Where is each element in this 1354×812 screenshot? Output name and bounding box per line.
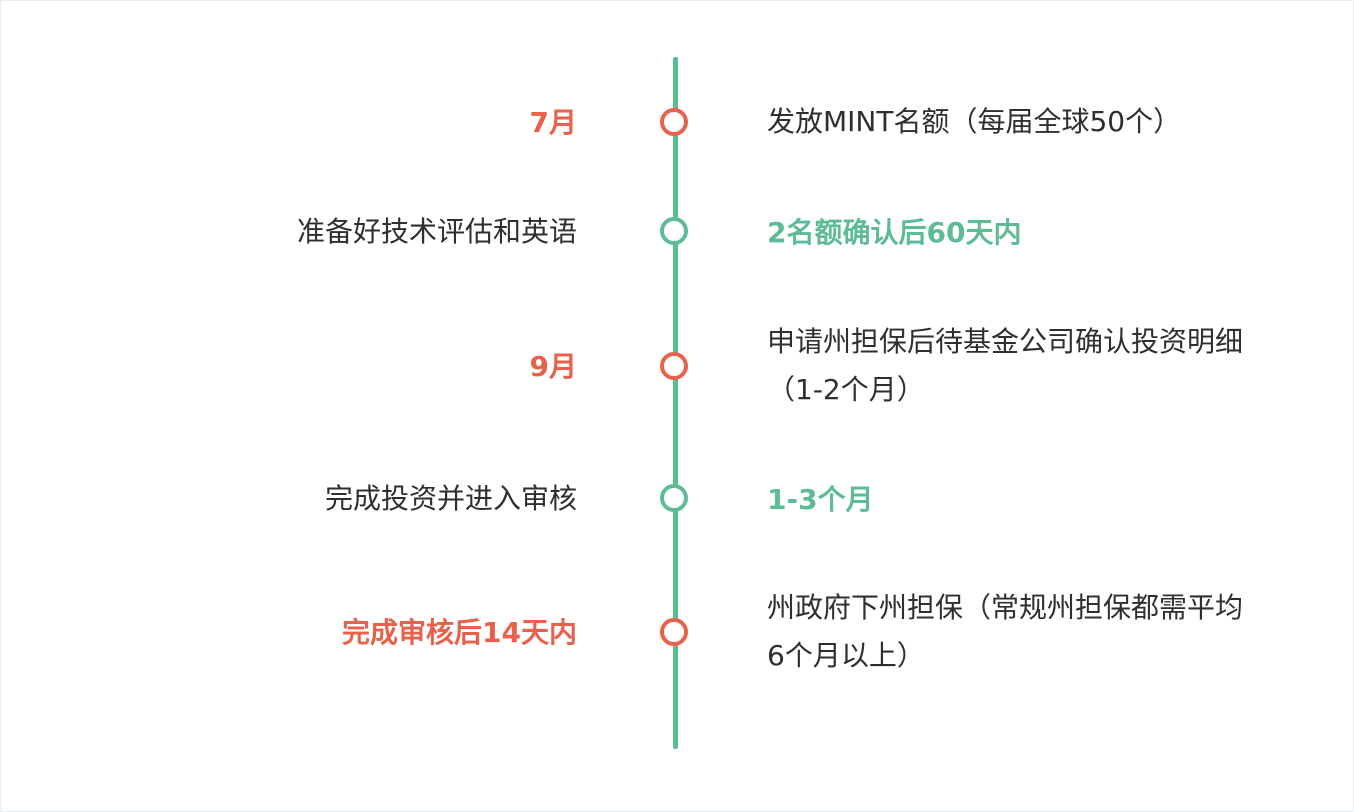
event-2-description-line-1: 2名额确认后60天内 (767, 216, 1022, 249)
event-5-description-line-1: 州政府下州担保（常规州担保都需平均 (767, 591, 1244, 624)
event-5-node (660, 618, 688, 646)
event-3-description: 申请州担保后待基金公司确认投资明细 （1-2个月） (767, 318, 1327, 414)
timeline-axis (673, 57, 678, 749)
event-5-description-line-2: 6个月以上） (767, 639, 925, 672)
event-1-node (660, 108, 688, 136)
event-1-description: 发放MINT名额（每届全球50个） (767, 98, 1327, 146)
event-1-label: 7月 (529, 106, 577, 139)
event-4-description-line-1: 1-3个月 (767, 483, 874, 516)
event-5-description: 州政府下州担保（常规州担保都需平均 6个月以上） (767, 584, 1327, 680)
event-3-node (660, 352, 688, 380)
event-3-label: 9月 (529, 350, 577, 383)
event-3-description-line-2: （1-2个月） (767, 373, 925, 406)
event-3-description-line-1: 申请州担保后待基金公司确认投资明细 (767, 325, 1244, 358)
event-5-label: 完成审核后14天内 (342, 616, 577, 649)
event-2-description: 2名额确认后60天内 (767, 209, 1327, 257)
event-4-description: 1-3个月 (767, 476, 1327, 524)
event-1-description-line-1: 发放MINT名额（每届全球50个） (767, 105, 1182, 138)
event-2-label: 准备好技术评估和英语 (296, 215, 577, 248)
event-2-node (660, 217, 688, 245)
event-4-node (660, 484, 688, 512)
event-4-label: 完成投资并进入审核 (324, 482, 577, 515)
